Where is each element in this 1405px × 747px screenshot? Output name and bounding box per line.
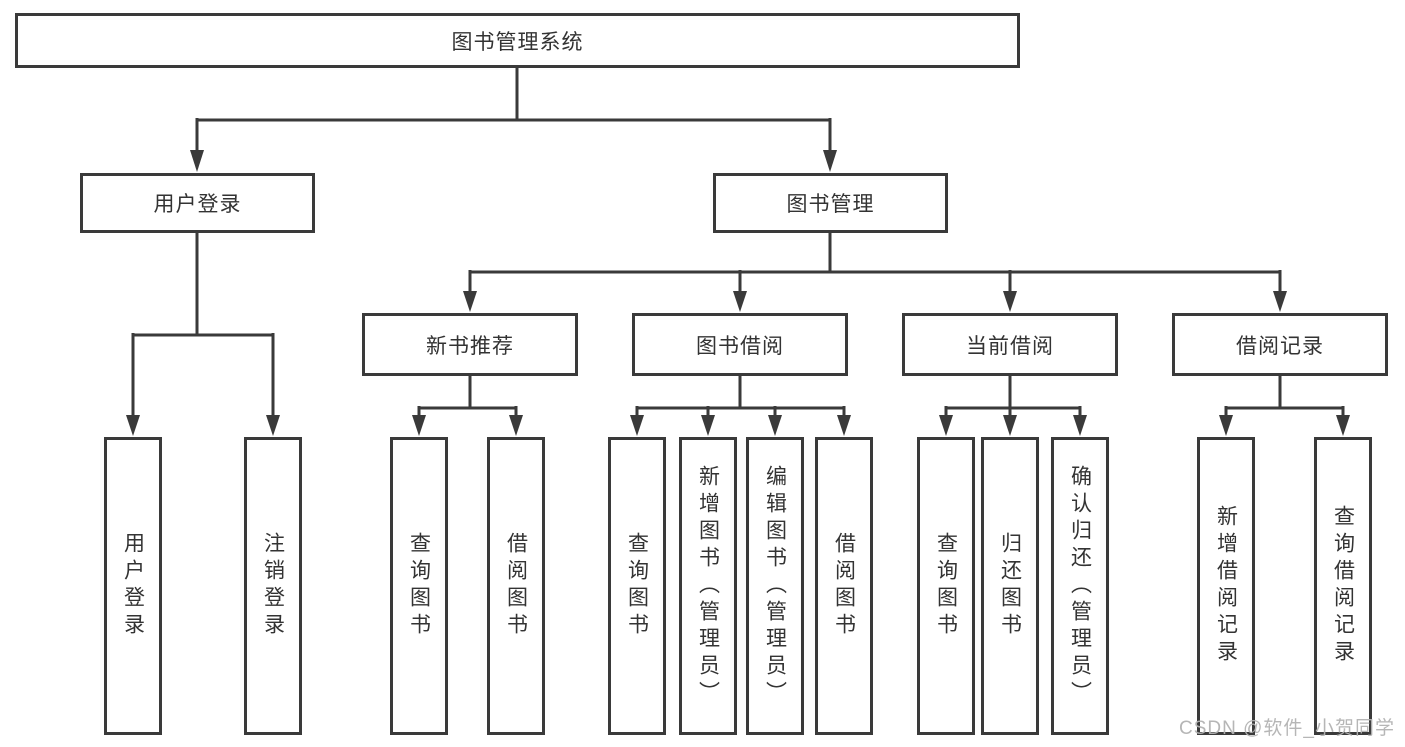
node-label: 图书借阅 <box>696 334 784 358</box>
node-label: 借阅记录 <box>1236 334 1324 358</box>
leaf-label: 编辑图书（管理员） <box>763 464 787 708</box>
leaf-query-books-borrow: 查询图书 <box>608 437 666 735</box>
node-label: 图书管理系统 <box>451 30 584 54</box>
connector-new-book-children <box>412 374 523 436</box>
leaf-label: 查询借阅记录 <box>1331 505 1355 667</box>
leaf-label: 借阅图书 <box>832 532 856 640</box>
node-user-login-branch: 用户登录 <box>80 173 315 233</box>
node-current-borrow: 当前借阅 <box>902 313 1118 376</box>
node-book-management: 图书管理 <box>713 173 948 233</box>
leaf-label: 确认归还（管理员） <box>1068 464 1092 708</box>
node-label: 当前借阅 <box>966 334 1054 358</box>
leaf-borrow-books: 借阅图书 <box>815 437 873 735</box>
leaf-query-books-recommend: 查询图书 <box>390 437 448 735</box>
leaf-add-borrow-record: 新增借阅记录 <box>1197 437 1255 735</box>
node-borrow-records: 借阅记录 <box>1172 313 1388 376</box>
leaf-user-login: 用户登录 <box>104 437 162 735</box>
leaf-label: 归还图书 <box>998 532 1022 640</box>
leaf-query-books-current: 查询图书 <box>917 437 975 735</box>
connector-current-borrow-children <box>939 374 1087 436</box>
leaf-label: 新增借阅记录 <box>1214 505 1238 667</box>
leaf-label: 新增图书（管理员） <box>696 464 720 708</box>
leaf-label: 用户登录 <box>121 532 145 640</box>
node-label: 新书推荐 <box>426 334 514 358</box>
connector-book-borrow-children <box>630 374 851 436</box>
leaf-query-borrow-record: 查询借阅记录 <box>1314 437 1372 735</box>
leaf-edit-book-admin: 编辑图书（管理员） <box>746 437 804 735</box>
leaf-confirm-return-admin: 确认归还（管理员） <box>1051 437 1109 735</box>
leaf-label: 查询图书 <box>934 532 958 640</box>
leaf-return-books: 归还图书 <box>981 437 1039 735</box>
node-new-book-recommend: 新书推荐 <box>362 313 578 376</box>
node-label: 图书管理 <box>786 193 875 216</box>
node-library-management-system: 图书管理系统 <box>15 13 1020 68</box>
node-label: 用户登录 <box>153 193 242 216</box>
leaf-borrow-books-recommend: 借阅图书 <box>487 437 545 735</box>
connector-book-management-sections <box>463 231 1287 312</box>
leaf-label: 查询图书 <box>625 532 649 640</box>
leaf-add-book-admin: 新增图书（管理员） <box>679 437 737 735</box>
leaf-label: 借阅图书 <box>504 532 528 640</box>
node-book-borrow: 图书借阅 <box>632 313 848 376</box>
connector-user-login-children <box>126 231 280 436</box>
csdn-watermark: CSDN @软件_小贺同学 <box>1179 718 1395 739</box>
leaf-label: 查询图书 <box>407 532 431 640</box>
leaf-logout: 注销登录 <box>244 437 302 735</box>
connector-root-to-level2 <box>190 66 837 172</box>
connector-borrow-record-children <box>1219 374 1350 436</box>
leaf-label: 注销登录 <box>261 532 285 640</box>
